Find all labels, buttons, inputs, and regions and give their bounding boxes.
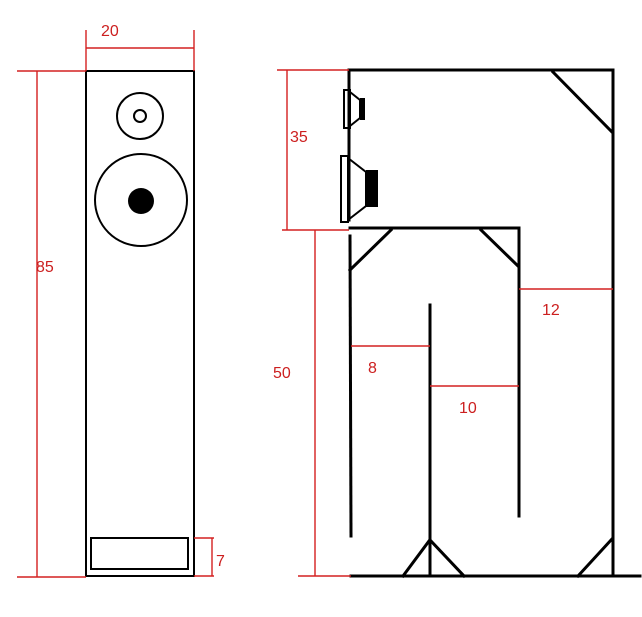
deflector-upper-right <box>478 227 521 269</box>
side-view <box>340 68 642 579</box>
woofer-dust-cap-icon <box>128 188 154 214</box>
baffle-lower-wall <box>348 234 353 538</box>
bass-port-slot <box>90 537 189 570</box>
upper-section-label: 35 <box>290 129 308 146</box>
deflector-top-right <box>550 69 615 135</box>
width-label: 20 <box>101 23 119 40</box>
gap-right-label: 12 <box>542 302 560 319</box>
front-view <box>85 70 195 577</box>
side-dimensions: 35 50 8 10 12 <box>273 69 613 577</box>
gap-left-label: 8 <box>368 360 377 377</box>
deflector-bottom-middle-left <box>400 538 432 579</box>
tweeter-icon <box>116 92 164 140</box>
tweeter-side-icon <box>343 89 365 129</box>
front-dimensions: 20 85 7 <box>17 23 225 578</box>
deflector-bottom-middle-right <box>428 538 467 579</box>
deflector-upper-left <box>347 227 394 273</box>
woofer-icon <box>94 153 188 247</box>
height-label: 85 <box>36 259 54 276</box>
port-height-label: 7 <box>216 553 225 570</box>
gap-middle-label: 10 <box>459 400 477 417</box>
tweeter-dome-icon <box>133 109 147 123</box>
lower-section-label: 50 <box>273 365 291 382</box>
woofer-side-icon <box>340 155 378 223</box>
front-cabinet-outline <box>85 70 195 577</box>
deflector-bottom-right <box>575 536 615 579</box>
